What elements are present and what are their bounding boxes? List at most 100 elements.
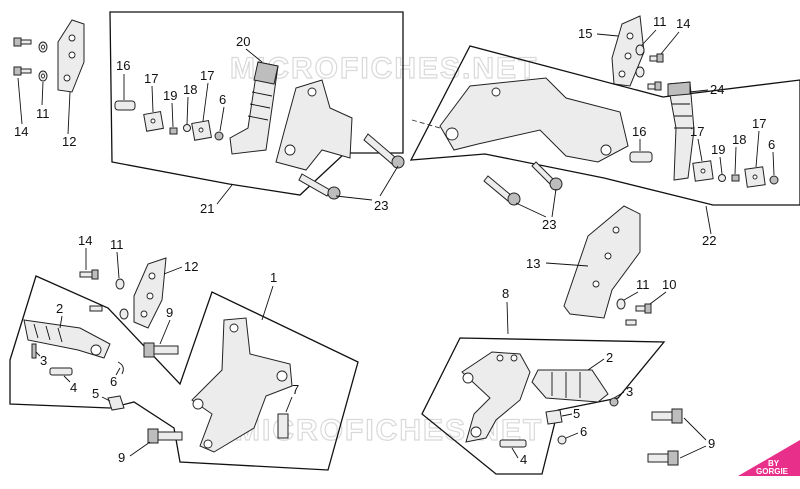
footpeg-icon (531, 369, 609, 403)
footrest-bracket-icon (191, 317, 293, 453)
callout-17b: 17 (752, 116, 766, 131)
bolt-icon (155, 431, 183, 441)
washer-icon (635, 66, 645, 78)
brand-badge: BY GORGIE (738, 440, 800, 476)
washer-icon (635, 44, 645, 56)
callout-3: 3 (626, 384, 633, 399)
callout-11: 11 (653, 14, 667, 29)
bolt-icon (647, 53, 664, 91)
frame (9, 275, 359, 471)
callout-2: 2 (606, 350, 613, 365)
bolt-icon (625, 319, 637, 326)
nut-icon (769, 175, 779, 185)
ball-icon (718, 174, 726, 182)
spring-icon (731, 174, 740, 182)
heel-guard-plate (57, 19, 85, 93)
callout-9: 9 (708, 436, 715, 451)
callout-4: 4 (520, 452, 527, 467)
callout-11: 11 (36, 106, 50, 121)
footpeg-icon (23, 319, 111, 359)
washer-icon (616, 298, 626, 310)
pin-icon (629, 151, 653, 163)
callout-21: 21 (200, 201, 214, 216)
callout-6: 6 (580, 424, 587, 439)
washer-icon (38, 41, 48, 82)
callout-13: 13 (526, 256, 540, 271)
washer-icon (115, 278, 125, 290)
frame (421, 337, 666, 475)
bottom-right-assembly-box: 13 11 10 8 2 3 5 6 4 9 (421, 205, 715, 475)
callout-11: 11 (636, 277, 650, 292)
nut-icon (609, 397, 619, 407)
callout-14: 14 (14, 124, 28, 139)
callout-19: 19 (711, 142, 725, 157)
callout-23: 23 (374, 198, 388, 213)
spring-icon (169, 127, 178, 135)
bottom-left-assembly-box: 14 11 12 2 3 4 5 6 9 1 7 9 (9, 233, 359, 471)
bolt-icon (13, 37, 32, 76)
bolt-icon (89, 305, 103, 312)
top-left-assembly-box: 16 20 17 19 18 17 6 21 23 (109, 11, 405, 216)
callout-17: 17 (690, 124, 704, 139)
callout-16: 16 (116, 58, 130, 73)
callout-11: 11 (110, 237, 124, 252)
callout-9b: 9 (118, 450, 125, 465)
nut-icon (214, 131, 224, 141)
footrest-bracket-icon (461, 351, 531, 443)
callout-6: 6 (110, 374, 117, 389)
brand-badge-line2: GORGIE (756, 467, 789, 476)
callout-5: 5 (92, 386, 99, 401)
callout-17b: 17 (200, 68, 214, 83)
callout-6: 6 (768, 137, 775, 152)
bolt-icon (79, 271, 93, 278)
callout-2: 2 (56, 301, 63, 316)
bolt-icon (483, 161, 563, 206)
brand-badge-shape (738, 440, 800, 476)
frame (109, 11, 404, 196)
footrest-bracket-icon (275, 79, 353, 171)
callout-20: 20 (236, 34, 250, 49)
bolt-icon (298, 133, 405, 200)
pin-icon (114, 100, 136, 111)
callout-7: 7 (292, 382, 299, 397)
callout-8: 8 (502, 286, 509, 301)
callout-17: 17 (144, 71, 158, 86)
callout-18: 18 (732, 132, 746, 147)
clip-icon (31, 343, 37, 359)
footpeg-icon (229, 61, 279, 155)
callout-24: 24 (710, 82, 724, 97)
bolt-icon (277, 413, 289, 439)
callout-1: 1 (270, 270, 277, 285)
callout-14: 14 (78, 233, 92, 248)
pin-icon (49, 367, 73, 376)
callout-10: 10 (662, 277, 676, 292)
callout-23: 23 (542, 217, 556, 232)
spring-icon (545, 409, 563, 425)
top-left-bracket-group: 14 11 12 (13, 19, 85, 149)
clip-icon (117, 361, 124, 375)
callout-19: 19 (163, 88, 177, 103)
callout-18: 18 (183, 82, 197, 97)
callout-12: 12 (184, 259, 198, 274)
callout-15: 15 (578, 26, 592, 41)
callout-3: 3 (40, 353, 47, 368)
callout-5: 5 (573, 406, 580, 421)
spring-icon (107, 395, 125, 411)
top-right-bracket-group: 15 11 14 (578, 14, 690, 91)
washer-icon (119, 308, 129, 320)
footpeg-icon (667, 81, 695, 181)
pin-icon (499, 439, 527, 448)
callout-6: 6 (219, 92, 226, 107)
bolt-icon (647, 408, 683, 466)
heel-guard-plate (563, 205, 641, 319)
callout-22: 22 (702, 233, 716, 248)
footrest-bracket-icon (411, 77, 629, 163)
heel-guard-plate (133, 257, 167, 329)
brand-badge-line1: BY (768, 459, 780, 468)
clip-icon (557, 435, 567, 445)
frame (409, 45, 800, 206)
callout-14: 14 (676, 16, 690, 31)
top-right-assembly-box: 24 16 17 18 19 17 6 22 23 (409, 45, 800, 248)
callout-9: 9 (166, 305, 173, 320)
